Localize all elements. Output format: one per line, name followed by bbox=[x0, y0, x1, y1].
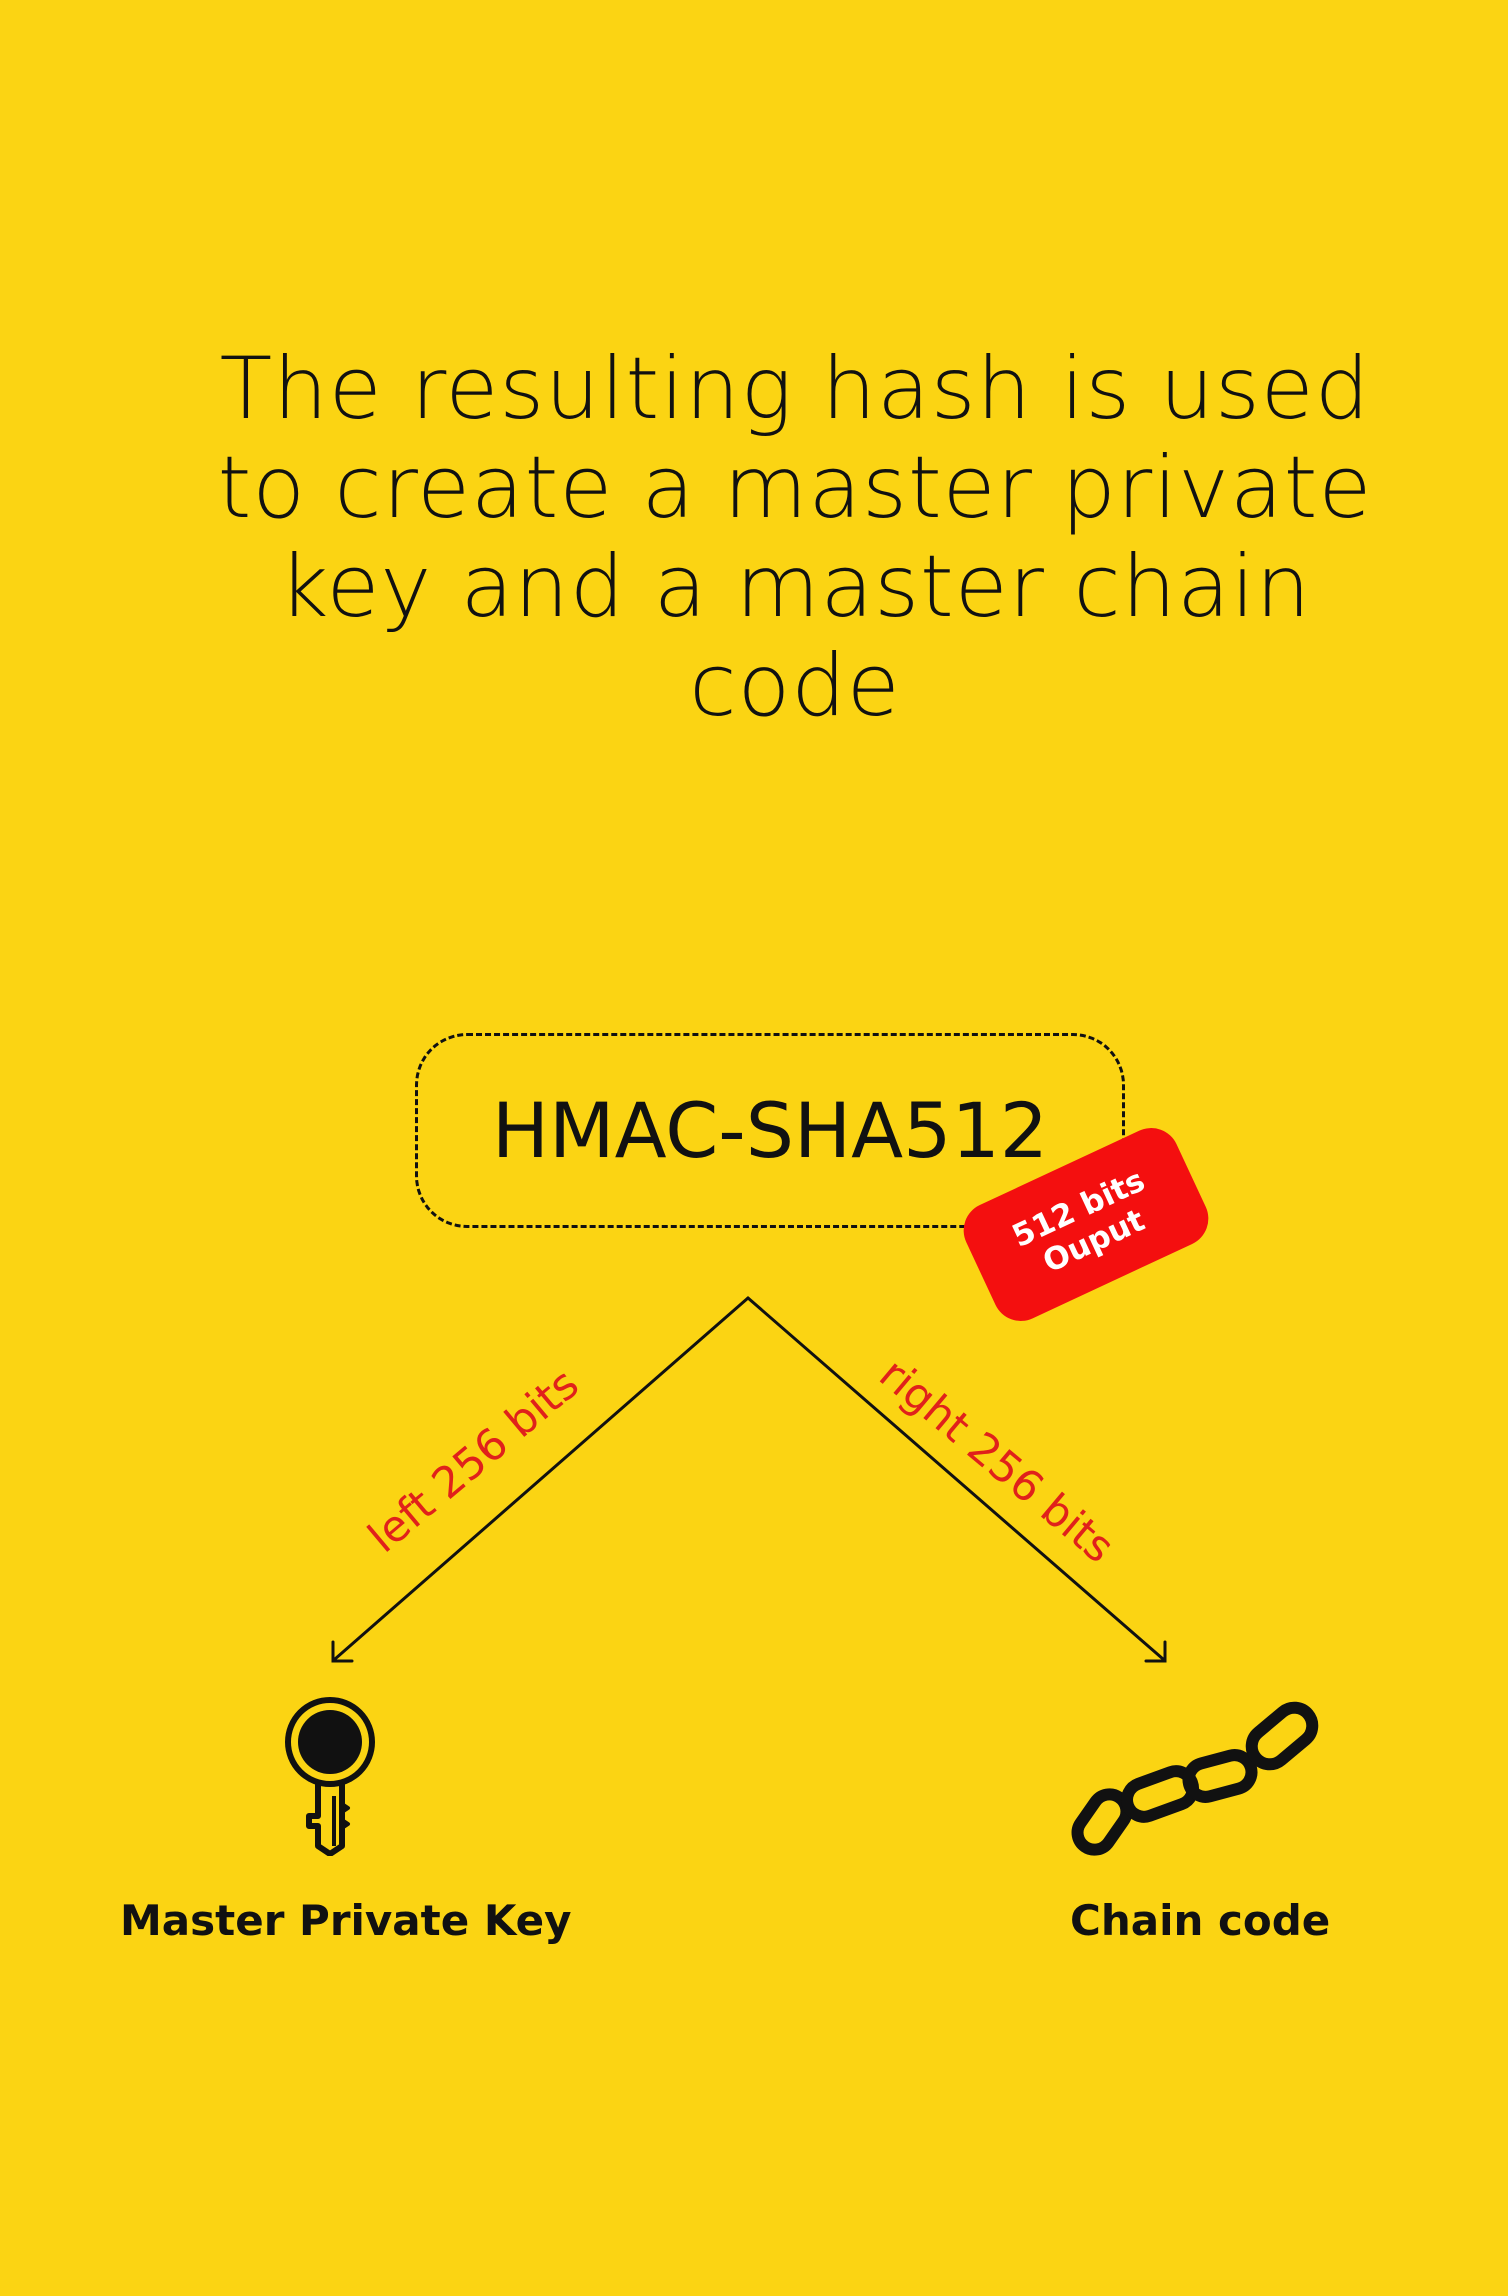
chain-code-label: Chain code bbox=[1070, 1896, 1331, 1945]
master-private-key-label: Master Private Key bbox=[120, 1896, 572, 1945]
right-arrow-head bbox=[1144, 1640, 1167, 1663]
hmac-sha512-box: HMAC-SHA512 bbox=[415, 1033, 1125, 1228]
left-arrow-line bbox=[333, 1296, 750, 1661]
left-arrow-head bbox=[331, 1640, 354, 1663]
key-icon bbox=[282, 1696, 378, 1857]
title-text: The resulting hash is used to create a m… bbox=[217, 339, 1373, 736]
hmac-label: HMAC-SHA512 bbox=[491, 1085, 1049, 1175]
right-arrow-line bbox=[746, 1296, 1165, 1661]
chain-icon bbox=[1060, 1688, 1340, 1868]
